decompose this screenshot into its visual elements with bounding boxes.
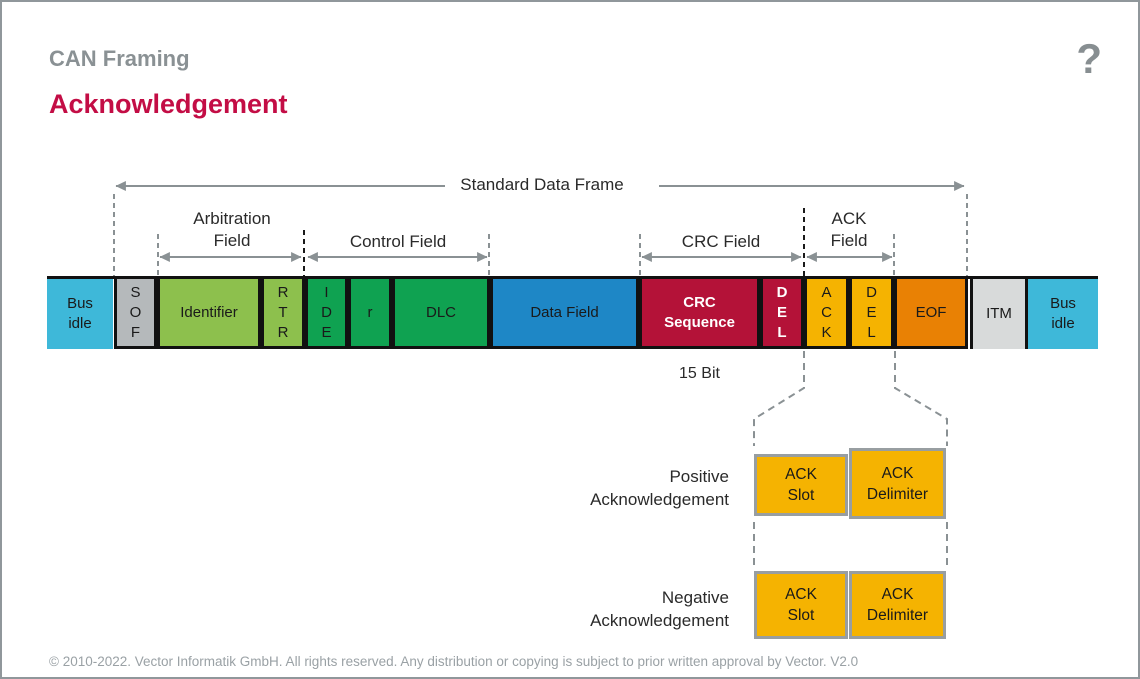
segment-crc-delimiter: D E L	[760, 276, 804, 349]
negative-ack-slot-box: ACK Slot	[754, 571, 848, 639]
positive-ack-label: Positive Acknowledgement	[590, 467, 729, 509]
positive-ack-delimiter-box: ACK Delimiter	[849, 448, 946, 519]
segment-eof: EOF	[894, 276, 968, 349]
crc-bits-note: 15 Bit	[679, 365, 720, 382]
standard-data-frame-label: Standard Data Frame	[460, 175, 624, 194]
arbitration-field-label: Arbitration Field	[193, 209, 271, 250]
segment-identifier: Identifier	[157, 276, 261, 349]
segment-sof: S O F	[114, 276, 157, 349]
crc-field-label: CRC Field	[681, 232, 761, 251]
segment-bus-idle-right: Bus idle	[1028, 276, 1098, 349]
segment-data-field: Data Field	[490, 276, 639, 349]
segment-dlc: DLC	[392, 276, 490, 349]
positive-ack-slot-box: ACK Slot	[754, 454, 848, 516]
segment-ide: I D E	[305, 276, 348, 349]
dash-expand-left	[753, 351, 805, 446]
page-title: Acknowledgement	[49, 89, 288, 119]
negative-ack-delimiter-box: ACK Delimiter	[849, 571, 946, 639]
ack-field-label: ACK Field	[830, 209, 868, 250]
segment-ack-slot: A C K	[804, 276, 849, 349]
page-subtitle: CAN Framing	[49, 46, 190, 71]
segment-crc-sequence: CRC Sequence	[639, 276, 760, 349]
segment-reserved-bit: r	[348, 276, 392, 349]
segment-itm: ITM	[970, 276, 1028, 349]
negative-ack-label: Negative Acknowledgement	[590, 588, 729, 630]
segment-ack-delimiter: D E L	[849, 276, 894, 349]
segment-bus-idle-left: Bus idle	[47, 276, 113, 349]
segment-rtr: R T R	[261, 276, 305, 349]
control-field-label: Control Field	[349, 232, 447, 251]
help-icon[interactable]: ?	[1076, 35, 1102, 82]
dash-expand-right	[894, 351, 948, 446]
copyright-footer: © 2010-2022. Vector Informatik GmbH. All…	[49, 654, 859, 669]
